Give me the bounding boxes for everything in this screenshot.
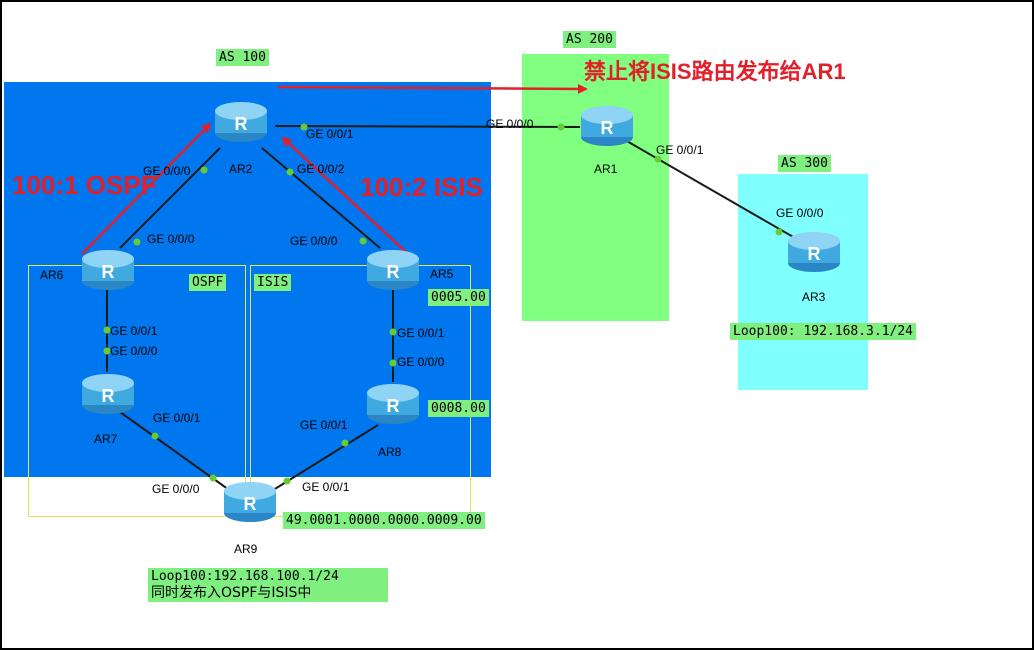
ar3-loopback-tag: Loop100: 192.168.3.1/24: [730, 323, 917, 340]
ar5-ge000-label: GE 0/0/0: [290, 234, 338, 248]
as200-region: [522, 54, 669, 321]
router-ar7-icon[interactable]: R: [80, 372, 136, 416]
ar7-ge001-label: GE 0/0/1: [153, 411, 201, 425]
router-ar5-icon[interactable]: R: [365, 248, 421, 292]
ar9-loopback-line1: Loop100:192.168.100.1/24: [151, 569, 339, 584]
router-ar9-label: AR9: [234, 542, 258, 556]
annotation-isis: 100:2 ISIS: [360, 172, 483, 202]
link-ar2-ar1: [274, 125, 581, 128]
isis-area-tag: ISIS: [254, 274, 292, 291]
svg-text:R: R: [102, 386, 115, 406]
svg-text:R: R: [102, 262, 115, 282]
router-ar8-icon[interactable]: R: [365, 382, 421, 426]
ar7-ge000-label: GE 0/0/0: [110, 344, 158, 358]
svg-text:R: R: [601, 118, 614, 138]
ar9-ge001-label: GE 0/0/1: [302, 480, 350, 494]
arrow-ar5-ar2: [281, 136, 409, 255]
svg-text:R: R: [387, 262, 400, 282]
as300-tag: AS 300: [778, 155, 831, 172]
annotation-title: 禁止将ISIS路由发布给AR1: [584, 59, 846, 84]
ospf-area-tag: OSPF: [189, 274, 227, 291]
ar2-ge002-label: GE 0/0/2: [297, 162, 345, 176]
ar9-ge000-label: GE 0/0/0: [152, 482, 200, 496]
ar9-loopback-tag: Loop100:192.168.100.1/24 同时发布入OSPF与ISIS中: [148, 568, 388, 602]
ar9-net-tag: 49.0001.0000.0000.0009.00: [283, 512, 485, 529]
router-ar6-icon[interactable]: R: [80, 248, 136, 292]
ar6-ge001-label: GE 0/0/1: [110, 324, 158, 338]
port-dots: [103, 123, 783, 485]
router-ar3-icon[interactable]: R: [786, 230, 842, 274]
as200-tag: AS 200: [563, 31, 616, 48]
svg-text:R: R: [244, 494, 257, 514]
ar8-area-tag: 0008.00: [428, 400, 489, 417]
ar1-ge001-label: GE 0/0/1: [656, 143, 704, 157]
router-ar1-icon[interactable]: R: [579, 104, 635, 148]
router-ar1-label: AR1: [594, 162, 618, 176]
svg-text:R: R: [235, 114, 248, 134]
ar2-ge000-label: GE 0/0/0: [143, 164, 191, 178]
arrow-ar6-ar2: [81, 122, 212, 255]
ar8-ge000-label: GE 0/0/0: [397, 355, 445, 369]
link-ar2-ar5: [261, 147, 381, 249]
svg-text:R: R: [808, 244, 821, 264]
ar1-ge000-label: GE 0/0/0: [486, 117, 534, 131]
link-ar1-ar3: [624, 139, 796, 239]
ar3-ge000-label: GE 0/0/0: [776, 206, 824, 220]
as300-region: [738, 174, 868, 390]
link-ar2-ar6: [119, 147, 221, 249]
ar8-ge001-label: GE 0/0/1: [300, 418, 348, 432]
ospf-area-box: [28, 265, 246, 517]
router-ar2-icon[interactable]: R: [213, 100, 269, 144]
as100-tag: AS 100: [216, 49, 269, 66]
router-ar6-label: AR6: [40, 268, 64, 282]
ar2-ge001-label: GE 0/0/1: [306, 127, 354, 141]
router-ar3-label: AR3: [802, 290, 826, 304]
router-ar9-icon[interactable]: R: [222, 480, 278, 524]
ar6-ge000-label: GE 0/0/0: [147, 232, 195, 246]
router-ar7-label: AR7: [94, 432, 118, 446]
router-ar8-label: AR8: [378, 445, 402, 459]
annotation-ospf: 100:1 OSPF: [12, 170, 157, 200]
ar5-area-tag: 0005.00: [428, 289, 489, 306]
ar5-ge001-label: GE 0/0/1: [397, 326, 445, 340]
router-ar5-label: AR5: [430, 267, 454, 281]
svg-text:R: R: [387, 396, 400, 416]
router-ar2-label: AR2: [229, 162, 253, 176]
arrow-ar2-ar1: [277, 83, 588, 94]
ar9-loopback-line2: 同时发布入OSPF与ISIS中: [151, 585, 312, 601]
